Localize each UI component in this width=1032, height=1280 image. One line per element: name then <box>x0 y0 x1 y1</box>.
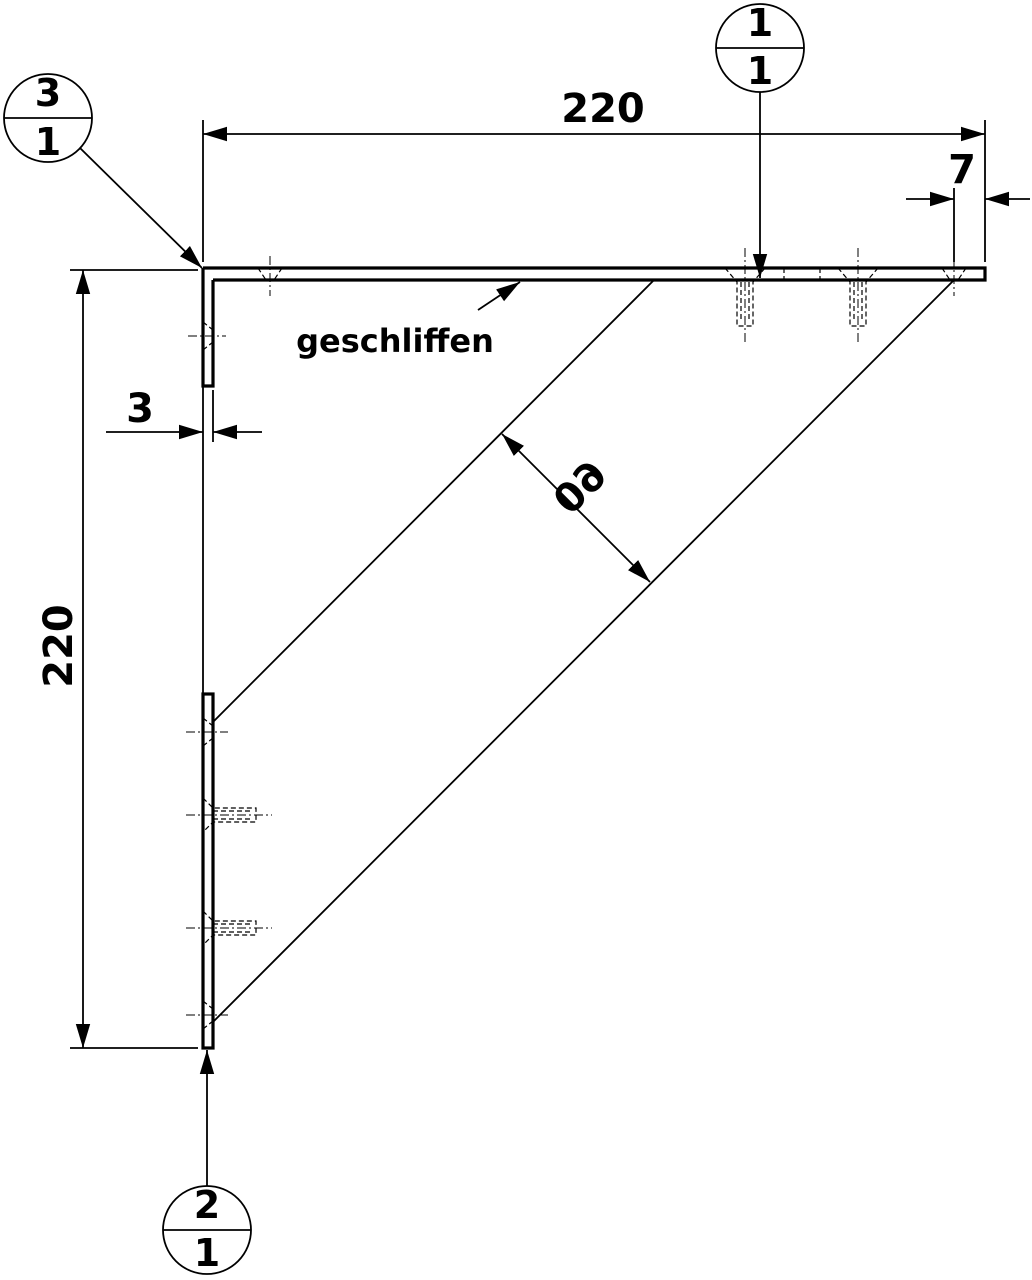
dimension-strut-width-label: 60 <box>545 452 617 524</box>
callout-top-upper: 1 <box>747 1 773 45</box>
hole-top-right <box>941 258 967 296</box>
dimension-strut-width: 60 <box>501 433 651 583</box>
surface-note: geschliffen <box>296 281 521 360</box>
screw-side-1 <box>186 797 272 833</box>
callout-corner-upper: 3 <box>35 71 61 115</box>
screw-top-1 <box>724 248 766 345</box>
hole-side-1 <box>186 717 228 747</box>
callout-bottom-upper: 2 <box>194 1183 220 1227</box>
screw-side-2 <box>186 910 272 946</box>
dimension-thickness: 3 <box>106 386 262 442</box>
hole-side-bottom <box>186 1000 228 1030</box>
callout-corner-lower: 1 <box>35 120 61 164</box>
callout-top-lower: 1 <box>747 49 773 93</box>
callout-top: 1 1 <box>715 1 805 278</box>
side-fasteners <box>186 321 272 1030</box>
hole-top-left <box>257 256 283 296</box>
callout-bottom-lower: 1 <box>194 1231 220 1275</box>
bracket-outline <box>201 266 987 1050</box>
callout-corner: 3 1 <box>3 71 203 269</box>
dimension-thickness-label: 3 <box>126 386 154 432</box>
surface-note-label: geschliffen <box>296 322 494 360</box>
top-fasteners <box>257 248 967 345</box>
screw-top-2 <box>837 248 879 345</box>
dimension-top-length-label: 220 <box>561 86 645 132</box>
dimension-edge-offset-label: 7 <box>948 147 976 193</box>
dimension-side-length: 220 <box>36 269 198 1049</box>
callout-bottom: 2 1 <box>162 1050 252 1275</box>
hole-side-upper <box>188 321 226 351</box>
dimension-top-length: 220 <box>202 86 986 262</box>
dimension-edge-offset: 7 <box>906 147 1030 262</box>
dimension-side-length-label: 220 <box>36 604 82 688</box>
